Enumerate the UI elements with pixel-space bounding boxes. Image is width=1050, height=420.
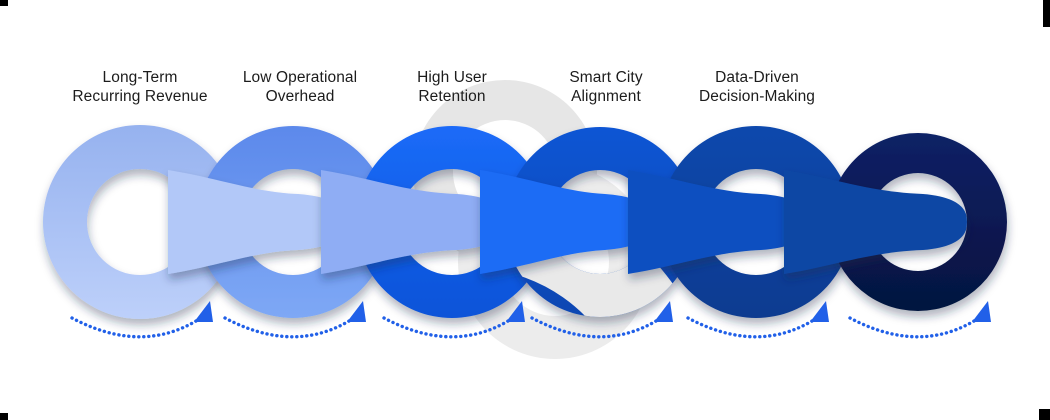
flow-arrow-3-icon — [382, 316, 510, 339]
step-label-line: Data-Driven — [715, 69, 799, 86]
flow-arrow-1-icon — [70, 316, 198, 339]
corner-mark-top-right — [1043, 0, 1050, 27]
chain-band-1 — [168, 170, 346, 274]
step-label-line: Overhead — [265, 88, 335, 105]
chain-band-3 — [480, 170, 653, 274]
flow-arrow-4-icon — [530, 316, 658, 339]
step-label-line: High User — [417, 69, 487, 86]
chain-ring-6 — [829, 133, 1007, 311]
flow-arrow-5-icon — [686, 316, 814, 339]
step-label-line: Long-Term — [102, 69, 178, 86]
flow-arrow-2-icon — [223, 316, 351, 339]
step-label-line: Smart City — [569, 69, 643, 86]
step-label-line: Retention — [418, 88, 486, 105]
corner-mark-top-left — [0, 0, 8, 6]
arrowhead-icon — [347, 301, 366, 322]
step-label-line: Low Operational — [242, 69, 358, 86]
flow-arrow-6-icon — [848, 316, 976, 339]
arrowhead-icon — [506, 301, 525, 322]
arrowhead-icon — [810, 301, 829, 322]
step-label-line: Alignment — [571, 88, 641, 105]
chain-ring-1 — [42, 124, 238, 320]
corner-mark-bottom-right — [1039, 409, 1050, 420]
step-label-high-user-retention: High User Retention — [337, 68, 567, 106]
step-label-line: Recurring Revenue — [72, 88, 208, 105]
flow-arrows — [70, 316, 976, 339]
step-label-data-driven-decision-making: Data-Driven Decision-Making — [642, 68, 872, 106]
step-label-low-operational-overhead: Low Operational Overhead — [185, 68, 415, 106]
chain-band-5 — [784, 170, 967, 274]
arrowhead-icon — [654, 301, 673, 322]
corner-mark-bottom-left — [0, 413, 8, 420]
step-label-smart-city-alignment: Smart City Alignment — [491, 68, 721, 106]
arrowhead-icon — [194, 301, 213, 322]
chain-band-4 — [628, 170, 809, 274]
arrowhead-icon — [972, 301, 991, 322]
chain-band-2 — [321, 170, 505, 274]
flow-arrowheads — [194, 301, 991, 322]
step-label-line: Decision-Making — [698, 88, 816, 105]
step-label-long-term-recurring-revenue: Long-Term Recurring Revenue — [25, 68, 255, 106]
